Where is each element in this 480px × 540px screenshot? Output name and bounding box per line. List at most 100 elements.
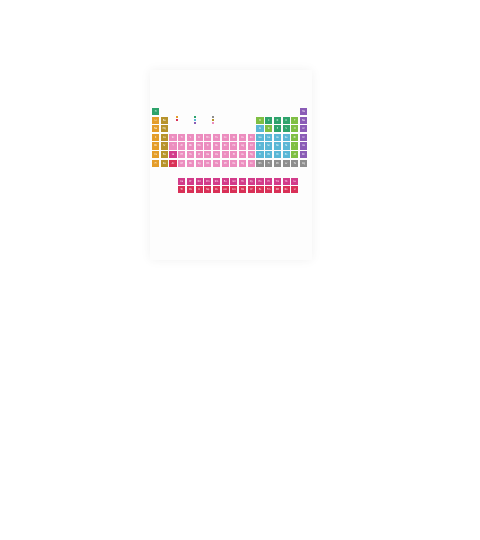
element-tile-tl: Tl: [256, 151, 264, 159]
element-tile-u: U: [195, 186, 203, 194]
element-tile-db: Db: [186, 159, 194, 167]
legend-swatch-alkaline: [212, 119, 214, 121]
element-tile-o: O: [282, 116, 290, 124]
element-tile-bk: Bk: [239, 186, 247, 194]
element-tile-tb: Tb: [239, 177, 247, 185]
element-tile-ca: Ca: [160, 133, 168, 141]
element-tile-ir: Ir: [221, 151, 229, 159]
element-tile-rg: Rg: [239, 159, 247, 167]
element-tile-rn: Rn: [299, 151, 308, 159]
element-tile-bh: Bh: [204, 159, 212, 167]
element-tile-nb: Nb: [186, 142, 194, 150]
element-tile-og: Og: [299, 159, 308, 167]
element-tile-xe: Xe: [299, 142, 308, 150]
element-tile-ds: Ds: [230, 159, 238, 167]
element-tile-sn: Sn: [265, 142, 273, 150]
element-tile-w: W: [195, 151, 203, 159]
element-tile-cn: Cn: [247, 159, 255, 167]
element-tile-pt: Pt: [230, 151, 238, 159]
element-tile-co: Co: [221, 133, 229, 141]
element-tile-hg: Hg: [247, 151, 255, 159]
element-tile-au: Au: [239, 151, 247, 159]
element-tile-li: Li: [152, 116, 160, 124]
element-tile-es: Es: [256, 186, 264, 194]
element-tile-ga: Ga: [256, 133, 264, 141]
element-tile-se: Se: [282, 133, 290, 141]
element-tile-si: Si: [265, 125, 273, 133]
element-tile-sc: Sc: [169, 133, 177, 141]
element-tile-re: Re: [204, 151, 212, 159]
element-tile-ne: Ne: [299, 116, 308, 124]
element-tile-c: C: [265, 116, 273, 124]
element-tile-h: H: [152, 108, 160, 116]
element-tile-sb: Sb: [273, 142, 281, 150]
element-tile-gd: Gd: [230, 177, 238, 185]
element-tile-dy: Dy: [247, 177, 255, 185]
element-tile-ra: Ra: [160, 159, 168, 167]
element-tile-ac: Ac: [169, 159, 177, 167]
legend-swatch-unknown: [212, 116, 214, 118]
element-tile-b: B: [256, 116, 264, 124]
element-tile-rf: Rf: [178, 159, 186, 167]
element-tile-zn: Zn: [247, 133, 255, 141]
element-tile-ti: Ti: [178, 133, 186, 141]
legend-swatch-alkali: [176, 116, 178, 118]
element-tile-fl: Fl: [265, 159, 273, 167]
element-tile-in: In: [256, 142, 264, 150]
element-tile-ta: Ta: [186, 151, 194, 159]
element-tile-nd: Nd: [195, 177, 203, 185]
element-tile-cl: Cl: [291, 125, 299, 133]
element-tile-pr: Pr: [186, 177, 194, 185]
legend-swatch-transition: [212, 122, 214, 124]
legend-swatch-nonmetal: [194, 116, 196, 118]
element-tile-cs: Cs: [152, 151, 160, 159]
element-tile-zr: Zr: [178, 142, 186, 150]
element-tile-md: Md: [273, 186, 281, 194]
element-tile-n: N: [273, 116, 281, 124]
legend-swatch-actinide: [176, 119, 178, 121]
element-tile-lu: Lu: [291, 177, 299, 185]
element-tile-ts: Ts: [291, 159, 299, 167]
element-tile-cr: Cr: [195, 133, 203, 141]
element-tile-p: P: [273, 125, 281, 133]
element-tile-tc: Tc: [204, 142, 212, 150]
element-tile-at: At: [291, 151, 299, 159]
element-tile-fm: Fm: [265, 186, 273, 194]
element-tile-rb: Rb: [152, 142, 160, 150]
element-tile-y: Y: [169, 142, 177, 150]
element-tile-ho: Ho: [256, 177, 264, 185]
element-tile-v: V: [186, 133, 194, 141]
element-tile-os: Os: [212, 151, 221, 159]
element-tile-la: La: [169, 151, 177, 159]
element-tile-br: Br: [291, 133, 299, 141]
element-tile-cf: Cf: [247, 186, 255, 194]
element-tile-tm: Tm: [273, 177, 281, 185]
element-tile-as: As: [273, 133, 281, 141]
element-tile-mn: Mn: [204, 133, 212, 141]
element-tile-te: Te: [282, 142, 290, 150]
element-tile-lr: Lr: [291, 186, 299, 194]
element-tile-ge: Ge: [265, 133, 273, 141]
element-tile-be: Be: [160, 116, 168, 124]
element-tile-na: Na: [152, 125, 160, 133]
element-tile-fr: Fr: [152, 159, 160, 167]
element-tile-nh: Nh: [256, 159, 264, 167]
element-tile-fe: Fe: [212, 133, 221, 141]
element-tile-ru: Ru: [212, 142, 221, 150]
element-tile-bi: Bi: [273, 151, 281, 159]
element-tile-po: Po: [282, 151, 290, 159]
element-tile-am: Am: [221, 186, 229, 194]
element-tile-pb: Pb: [265, 151, 273, 159]
element-tile-er: Er: [265, 177, 273, 185]
element-tile-sm: Sm: [212, 177, 221, 185]
element-tile-s: S: [282, 125, 290, 133]
element-tile-pd: Pd: [230, 142, 238, 150]
element-tile-hf: Hf: [178, 151, 186, 159]
element-tile-cu: Cu: [239, 133, 247, 141]
element-tile-ar: Ar: [299, 125, 308, 133]
category-legend: [176, 116, 226, 128]
element-tile-mo: Mo: [195, 142, 203, 150]
element-tile-eu: Eu: [221, 177, 229, 185]
element-tile-cd: Cd: [247, 142, 255, 150]
element-tile-mt: Mt: [221, 159, 229, 167]
